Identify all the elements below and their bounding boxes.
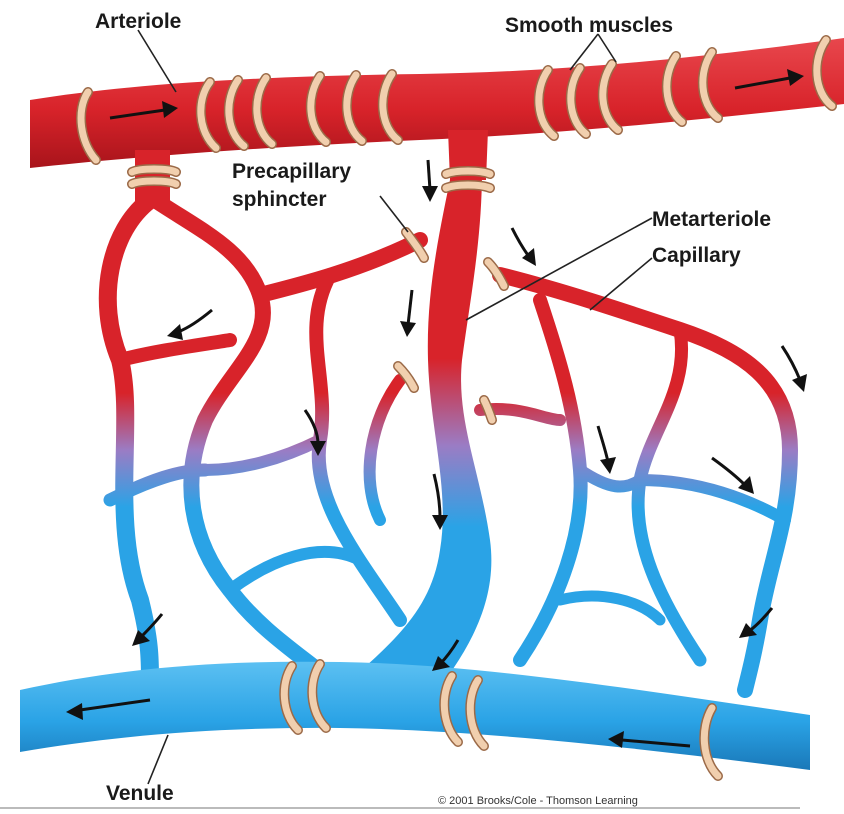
label-venule: Venule <box>106 782 174 805</box>
label-capillary: Capillary <box>652 244 741 267</box>
label-metarteriole: Metarteriole <box>652 208 771 231</box>
label-precapillary-line1: Precapillary <box>232 160 351 183</box>
label-precapillary-line2: sphincter <box>232 188 327 211</box>
label-smooth-muscles: Smooth muscles <box>505 14 673 37</box>
arteriole-vessel <box>30 38 844 168</box>
label-arteriole: Arteriole <box>95 10 181 33</box>
copyright-notice: © 2001 Brooks/Cole - Thomson Learning <box>438 795 638 807</box>
venule-vessel <box>20 662 810 770</box>
